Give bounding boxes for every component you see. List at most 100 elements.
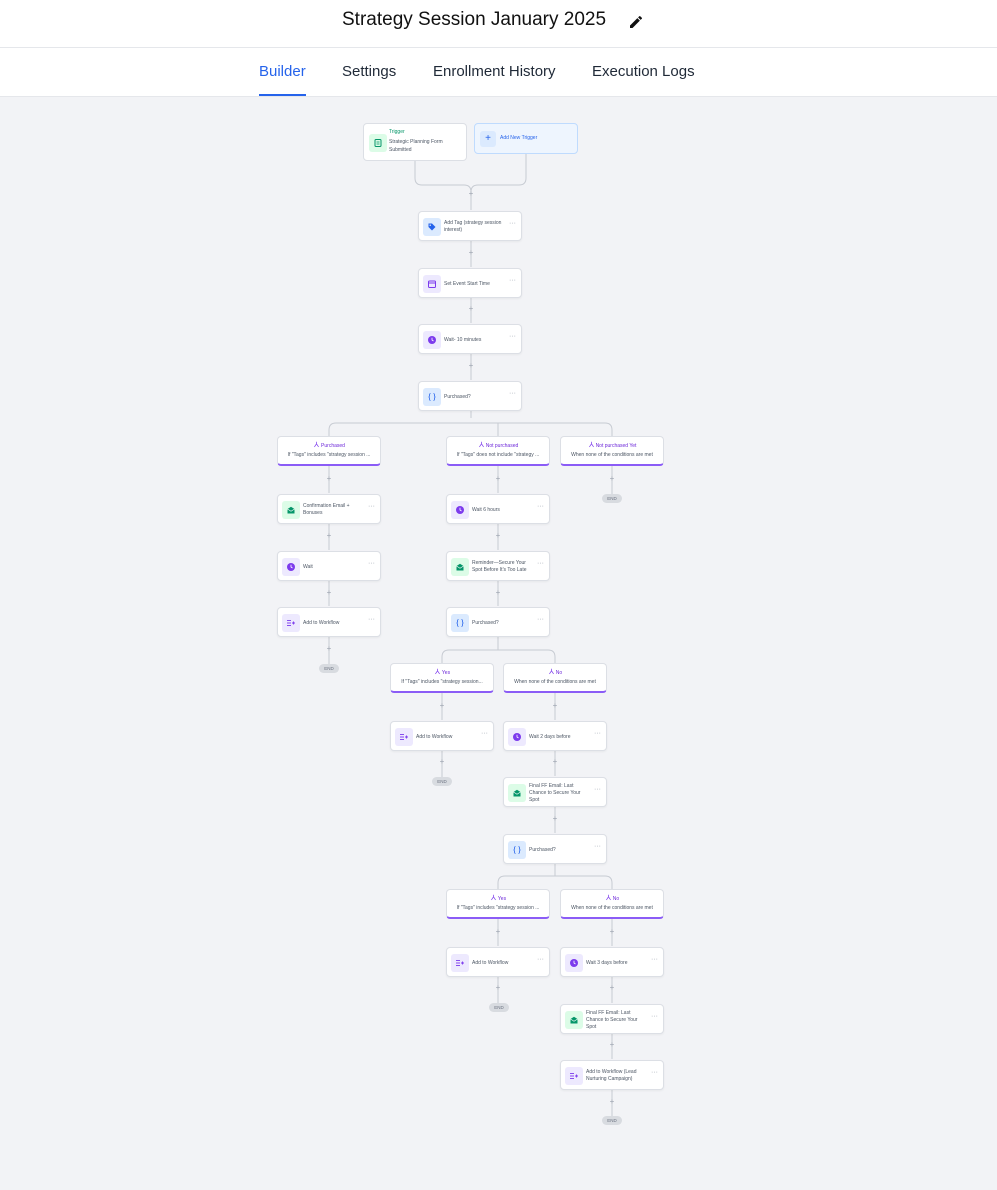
action-node[interactable]: Set Event Start Time ···	[418, 268, 522, 298]
add-step-plus-icon[interactable]: +	[552, 701, 558, 710]
action-node[interactable]: Final FF Email: Last Chance to Secure Yo…	[503, 777, 607, 807]
more-options-icon[interactable]: ···	[368, 503, 375, 510]
add-step-plus-icon[interactable]: +	[326, 588, 332, 597]
add-step-plus-icon[interactable]: +	[495, 983, 501, 992]
pencil-icon[interactable]	[628, 14, 644, 30]
add-step-plus-icon[interactable]: +	[609, 474, 615, 483]
branch-condition: When none of the conditions are met	[571, 905, 653, 911]
more-options-icon[interactable]: ···	[651, 1013, 658, 1020]
add-step-plus-icon[interactable]: +	[326, 474, 332, 483]
clock-icon	[565, 954, 583, 972]
action-node[interactable]: Add to Workflow (Lead Nurturing Campaign…	[560, 1060, 664, 1090]
header: Strategy Session January 2025	[0, 0, 997, 48]
tab-settings[interactable]: Settings	[342, 63, 397, 80]
action-node[interactable]: Reminder—Secure Your Spot Before It's To…	[446, 551, 550, 581]
action-node[interactable]: Add to Workflow···	[446, 947, 550, 977]
clock-icon	[282, 558, 300, 576]
branch-icon	[490, 894, 498, 902]
action-node[interactable]: Add to Workflow···	[390, 721, 494, 751]
more-options-icon[interactable]: ···	[537, 503, 544, 510]
workflow-canvas[interactable]: Trigger Strategic Planning Form Submitte…	[0, 97, 997, 1190]
add-step-plus-icon[interactable]: +	[495, 531, 501, 540]
action-node[interactable]: Wait 3 days before···	[560, 947, 664, 977]
add-step-plus-icon[interactable]: +	[326, 531, 332, 540]
branch-condition: If "Tags" includes "strategy session...	[401, 679, 483, 685]
add-step-plus-icon[interactable]: +	[552, 814, 558, 823]
more-options-icon[interactable]: ···	[481, 730, 488, 737]
action-label: Final FF Email: Last Chance to Secure Yo…	[586, 1009, 638, 1030]
action-node[interactable]: Wait···	[277, 551, 381, 581]
add-step-plus-icon[interactable]: +	[609, 927, 615, 936]
add-step-plus-icon[interactable]: +	[609, 1040, 615, 1049]
end-marker: END	[602, 1116, 622, 1125]
action-node[interactable]: Purchased?···	[503, 834, 607, 864]
workflow-icon	[451, 954, 469, 972]
action-node[interactable]: Purchased? ···	[446, 607, 550, 637]
add-trigger-label: Add New Trigger	[500, 135, 538, 141]
trigger-node[interactable]: Trigger Strategic Planning Form Submitte…	[363, 123, 467, 161]
more-options-icon[interactable]: ···	[368, 616, 375, 623]
add-step-plus-icon[interactable]: +	[609, 983, 615, 992]
add-step-plus-icon[interactable]: +	[468, 361, 474, 370]
add-step-plus-icon[interactable]: +	[439, 757, 445, 766]
action-label: Purchased?	[472, 619, 499, 626]
add-new-trigger-button[interactable]: + Add New Trigger	[474, 123, 578, 154]
add-step-plus-icon[interactable]: +	[495, 474, 501, 483]
add-step-plus-icon[interactable]: +	[468, 304, 474, 313]
add-step-plus-icon[interactable]: +	[439, 701, 445, 710]
more-options-icon[interactable]: ···	[509, 277, 516, 284]
action-label: Set Event Start Time	[444, 280, 490, 287]
calendar-icon	[423, 275, 441, 293]
action-node[interactable]: Add to Workflow···	[277, 607, 381, 637]
branch-title: Yes	[497, 896, 507, 902]
add-step-plus-icon[interactable]: +	[609, 1097, 615, 1106]
branch-title: Yes	[441, 670, 451, 676]
branch-condition: When none of the conditions are met	[514, 679, 596, 685]
add-step-plus-icon[interactable]: +	[468, 248, 474, 257]
more-options-icon[interactable]: ···	[651, 956, 658, 963]
more-options-icon[interactable]: ···	[594, 843, 601, 850]
tab-builder[interactable]: Builder	[259, 63, 306, 80]
add-step-plus-icon[interactable]: +	[495, 927, 501, 936]
action-label: Wait 6 hours	[472, 506, 500, 513]
more-options-icon[interactable]: ···	[537, 616, 544, 623]
action-node[interactable]: Wait 6 hours ···	[446, 494, 550, 524]
trigger-name: Strategic Planning Form Submitted	[389, 139, 443, 153]
more-options-icon[interactable]: ···	[509, 390, 516, 397]
action-label: Add Tag (strategy session interest)	[444, 220, 502, 233]
add-step-plus-icon[interactable]: +	[495, 588, 501, 597]
branch-node[interactable]: Yes If "Tags" includes "strategy session.…	[390, 663, 494, 693]
action-node[interactable]: Wait- 10 minutes···	[418, 324, 522, 354]
branch-title: Not purchased Yet	[595, 443, 637, 449]
tab-enrollment-history[interactable]: Enrollment History	[433, 63, 556, 80]
action-node[interactable]: Wait 2 days before···	[503, 721, 607, 751]
branch-condition: When none of the conditions are met	[571, 452, 653, 458]
workflow-icon	[395, 728, 413, 746]
tab-execution-logs[interactable]: Execution Logs	[592, 63, 695, 80]
branch-icon	[605, 894, 613, 902]
branch-condition: If "Tags" does not include "strategy ...	[456, 452, 540, 458]
more-options-icon[interactable]: ···	[537, 560, 544, 567]
more-options-icon[interactable]: ···	[368, 560, 375, 567]
more-options-icon[interactable]: ···	[509, 333, 516, 340]
more-options-icon[interactable]: ···	[594, 730, 601, 737]
action-node[interactable]: Add Tag (strategy session interest) ···	[418, 211, 522, 241]
add-step-plus-icon[interactable]: +	[326, 644, 332, 653]
add-step-plus-icon[interactable]: +	[552, 757, 558, 766]
action-node[interactable]: Final FF Email: Last Chance to Secure Yo…	[560, 1004, 664, 1034]
mail-icon	[565, 1011, 583, 1029]
add-step-plus-icon[interactable]: +	[468, 189, 474, 198]
more-options-icon[interactable]: ···	[651, 1069, 658, 1076]
more-options-icon[interactable]: ···	[537, 956, 544, 963]
action-node[interactable]: Confirmation Email + Bonuses ···	[277, 494, 381, 524]
more-options-icon[interactable]: ···	[509, 220, 516, 227]
action-node[interactable]: Purchased?···	[418, 381, 522, 411]
more-options-icon[interactable]: ···	[594, 786, 601, 793]
action-label: Confirmation Email + Bonuses	[303, 503, 350, 516]
